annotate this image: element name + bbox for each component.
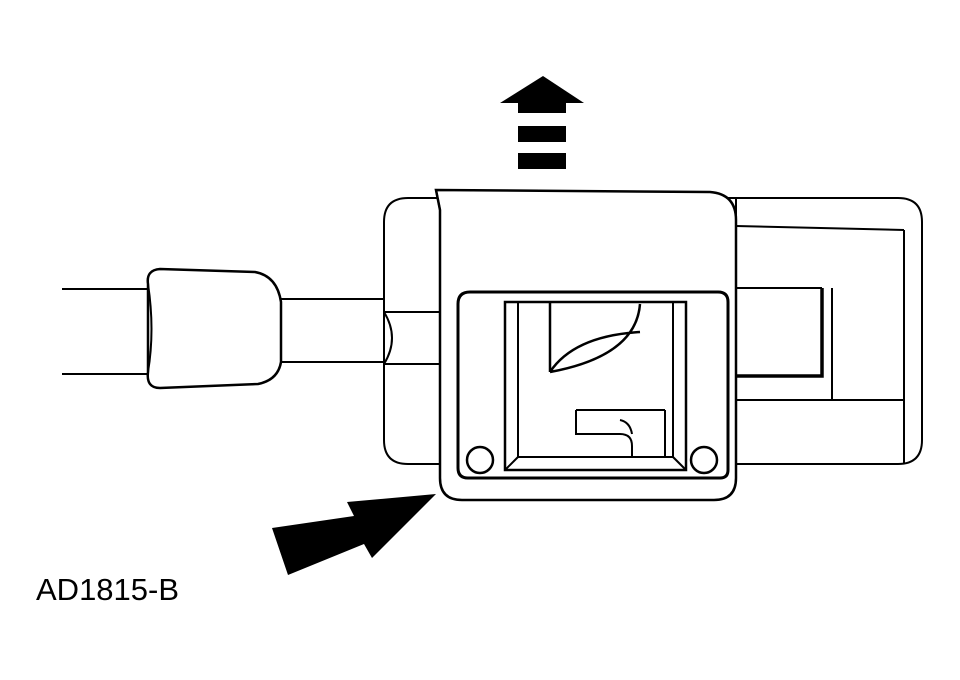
latch-arc	[548, 302, 642, 374]
wire-boot	[146, 267, 283, 390]
cable-entry	[383, 311, 440, 365]
cover-inner-frame	[456, 290, 730, 480]
up-direction-arrow-icon	[500, 76, 584, 169]
wire-cable	[62, 288, 148, 375]
cable-neck	[281, 298, 384, 363]
wire-boot-rim	[147, 283, 153, 373]
mating-connector	[735, 197, 923, 465]
pointer-arrow-icon	[272, 494, 436, 575]
terminal-lock-tab	[575, 409, 665, 457]
lock-window	[503, 300, 688, 472]
screw-hole-right	[689, 445, 719, 475]
screw-hole-left	[465, 445, 495, 475]
cover-edge	[435, 189, 441, 211]
figure-id-label: AD1815-B	[36, 572, 180, 607]
